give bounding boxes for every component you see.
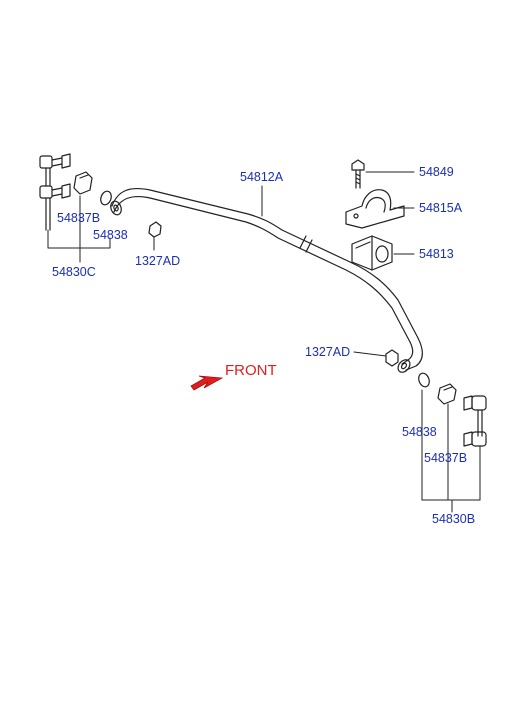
label-bushing-bracket[interactable]: 54815A bbox=[419, 201, 463, 215]
label-stabilizer-bar[interactable]: 54812A bbox=[240, 170, 284, 184]
stabilizer-bar[interactable] bbox=[109, 187, 423, 375]
label-bracket-bolt[interactable]: 54849 bbox=[419, 165, 454, 179]
left-link-nut[interactable] bbox=[73, 171, 93, 195]
label-left-link-ball[interactable]: 54837B bbox=[57, 211, 101, 225]
label-left-nut[interactable]: 1327AD bbox=[135, 254, 181, 268]
left-stabilizer-link[interactable] bbox=[39, 153, 71, 231]
label-right-link-assy[interactable]: 54830B bbox=[432, 512, 476, 526]
label-left-washer[interactable]: 54838 bbox=[93, 228, 128, 242]
bar-bushing[interactable] bbox=[351, 235, 393, 271]
bushing-bracket[interactable] bbox=[345, 189, 405, 229]
front-label: FRONT bbox=[225, 362, 277, 379]
label-left-link-assy[interactable]: 54830C bbox=[52, 265, 96, 279]
right-stabilizer-link[interactable] bbox=[463, 395, 487, 447]
right-washer[interactable] bbox=[417, 372, 431, 389]
label-right-washer[interactable]: 54838 bbox=[402, 425, 437, 439]
front-direction-arrow-icon bbox=[190, 375, 224, 391]
bracket-bolt[interactable] bbox=[351, 159, 365, 189]
left-washer[interactable] bbox=[99, 190, 113, 207]
label-right-nut[interactable]: 1327AD bbox=[305, 345, 351, 359]
right-link-nut[interactable] bbox=[437, 383, 457, 405]
left-nut-1327ad[interactable] bbox=[148, 221, 162, 251]
label-bar-bushing[interactable]: 54813 bbox=[419, 247, 454, 261]
label-right-link-ball[interactable]: 54837B bbox=[424, 451, 468, 465]
right-nut-1327ad[interactable] bbox=[385, 349, 399, 367]
